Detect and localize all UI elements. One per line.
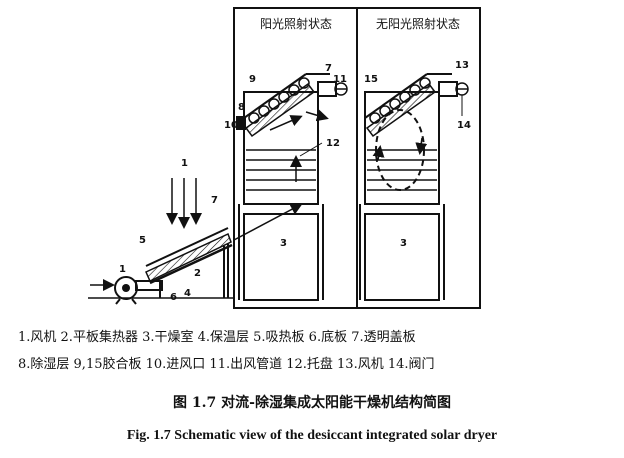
fan-inlet [90,276,163,305]
label-solar-rays: 1 [181,158,188,169]
caption-english: Fig. 1.7 Schematic view of the desiccant… [126,428,498,443]
legend-line-1: 1.风机 2.平板集热器 3.干燥室 4.保温层 5.吸热板 6.底板 7.透明… [18,330,416,345]
drying-chamber-sun [236,73,348,301]
label-collector: 2 [194,268,201,279]
label-chamber-left: 3 [280,238,287,249]
flat-plate-collector [145,203,303,298]
panel-frame [233,7,481,309]
header-no-sun-state: 无阳光照射状态 [376,16,460,31]
label-cover-collector: 7 [211,195,218,206]
solar-rays [166,178,202,229]
label-tray: 12 [326,138,340,149]
label-fan: 1 [119,264,126,275]
legend-line-2: 8.除湿层 9,15胶合板 10.进风口 11.出风管道 12.托盘 13.风机… [18,357,435,372]
label-valve: 14 [457,120,471,131]
label-outlet-duct: 11 [333,74,347,85]
dryer-schematic: 阳光照射状态 无阳光照射状态 [88,7,481,309]
caption-chinese: 图 1.7 对流-除湿集成太阳能干燥机结构简图 [173,395,451,411]
header-sun-state: 阳光照射状态 [260,16,332,31]
label-fan-top: 13 [455,60,469,71]
label-plywood-sun: 9 [249,74,256,85]
label-plywood-nosun: 15 [364,74,378,85]
label-desiccant: 8 [238,102,245,113]
drying-chamber-no-sun [359,73,469,301]
label-base-plate: 6 [170,292,177,303]
label-chamber-right: 3 [400,238,407,249]
label-insulation: 4 [184,288,191,299]
label-cover-sun: 7 [325,63,332,74]
label-air-inlet: 10 [224,120,238,131]
label-absorber: 5 [139,235,146,246]
